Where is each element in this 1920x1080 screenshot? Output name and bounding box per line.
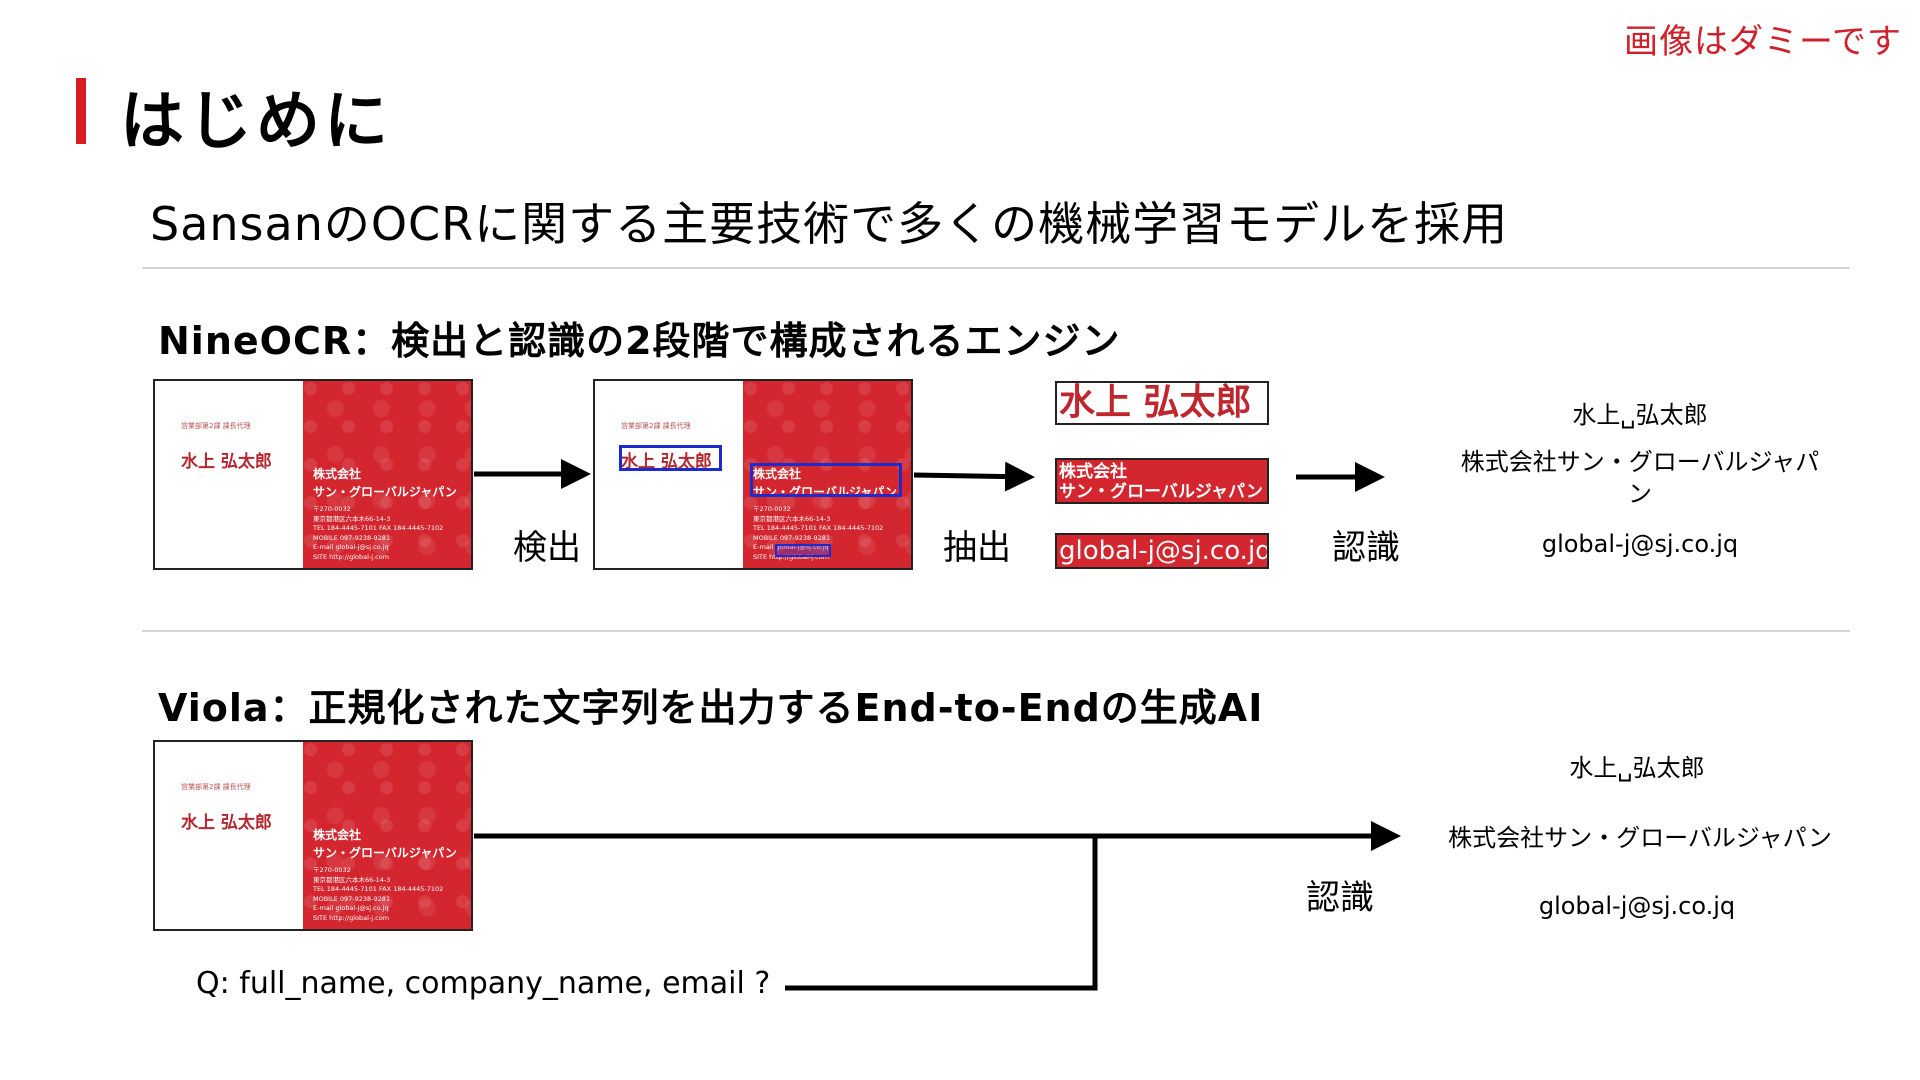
- arrow-extract: [914, 475, 1030, 477]
- viola-query-connector: [785, 836, 1095, 988]
